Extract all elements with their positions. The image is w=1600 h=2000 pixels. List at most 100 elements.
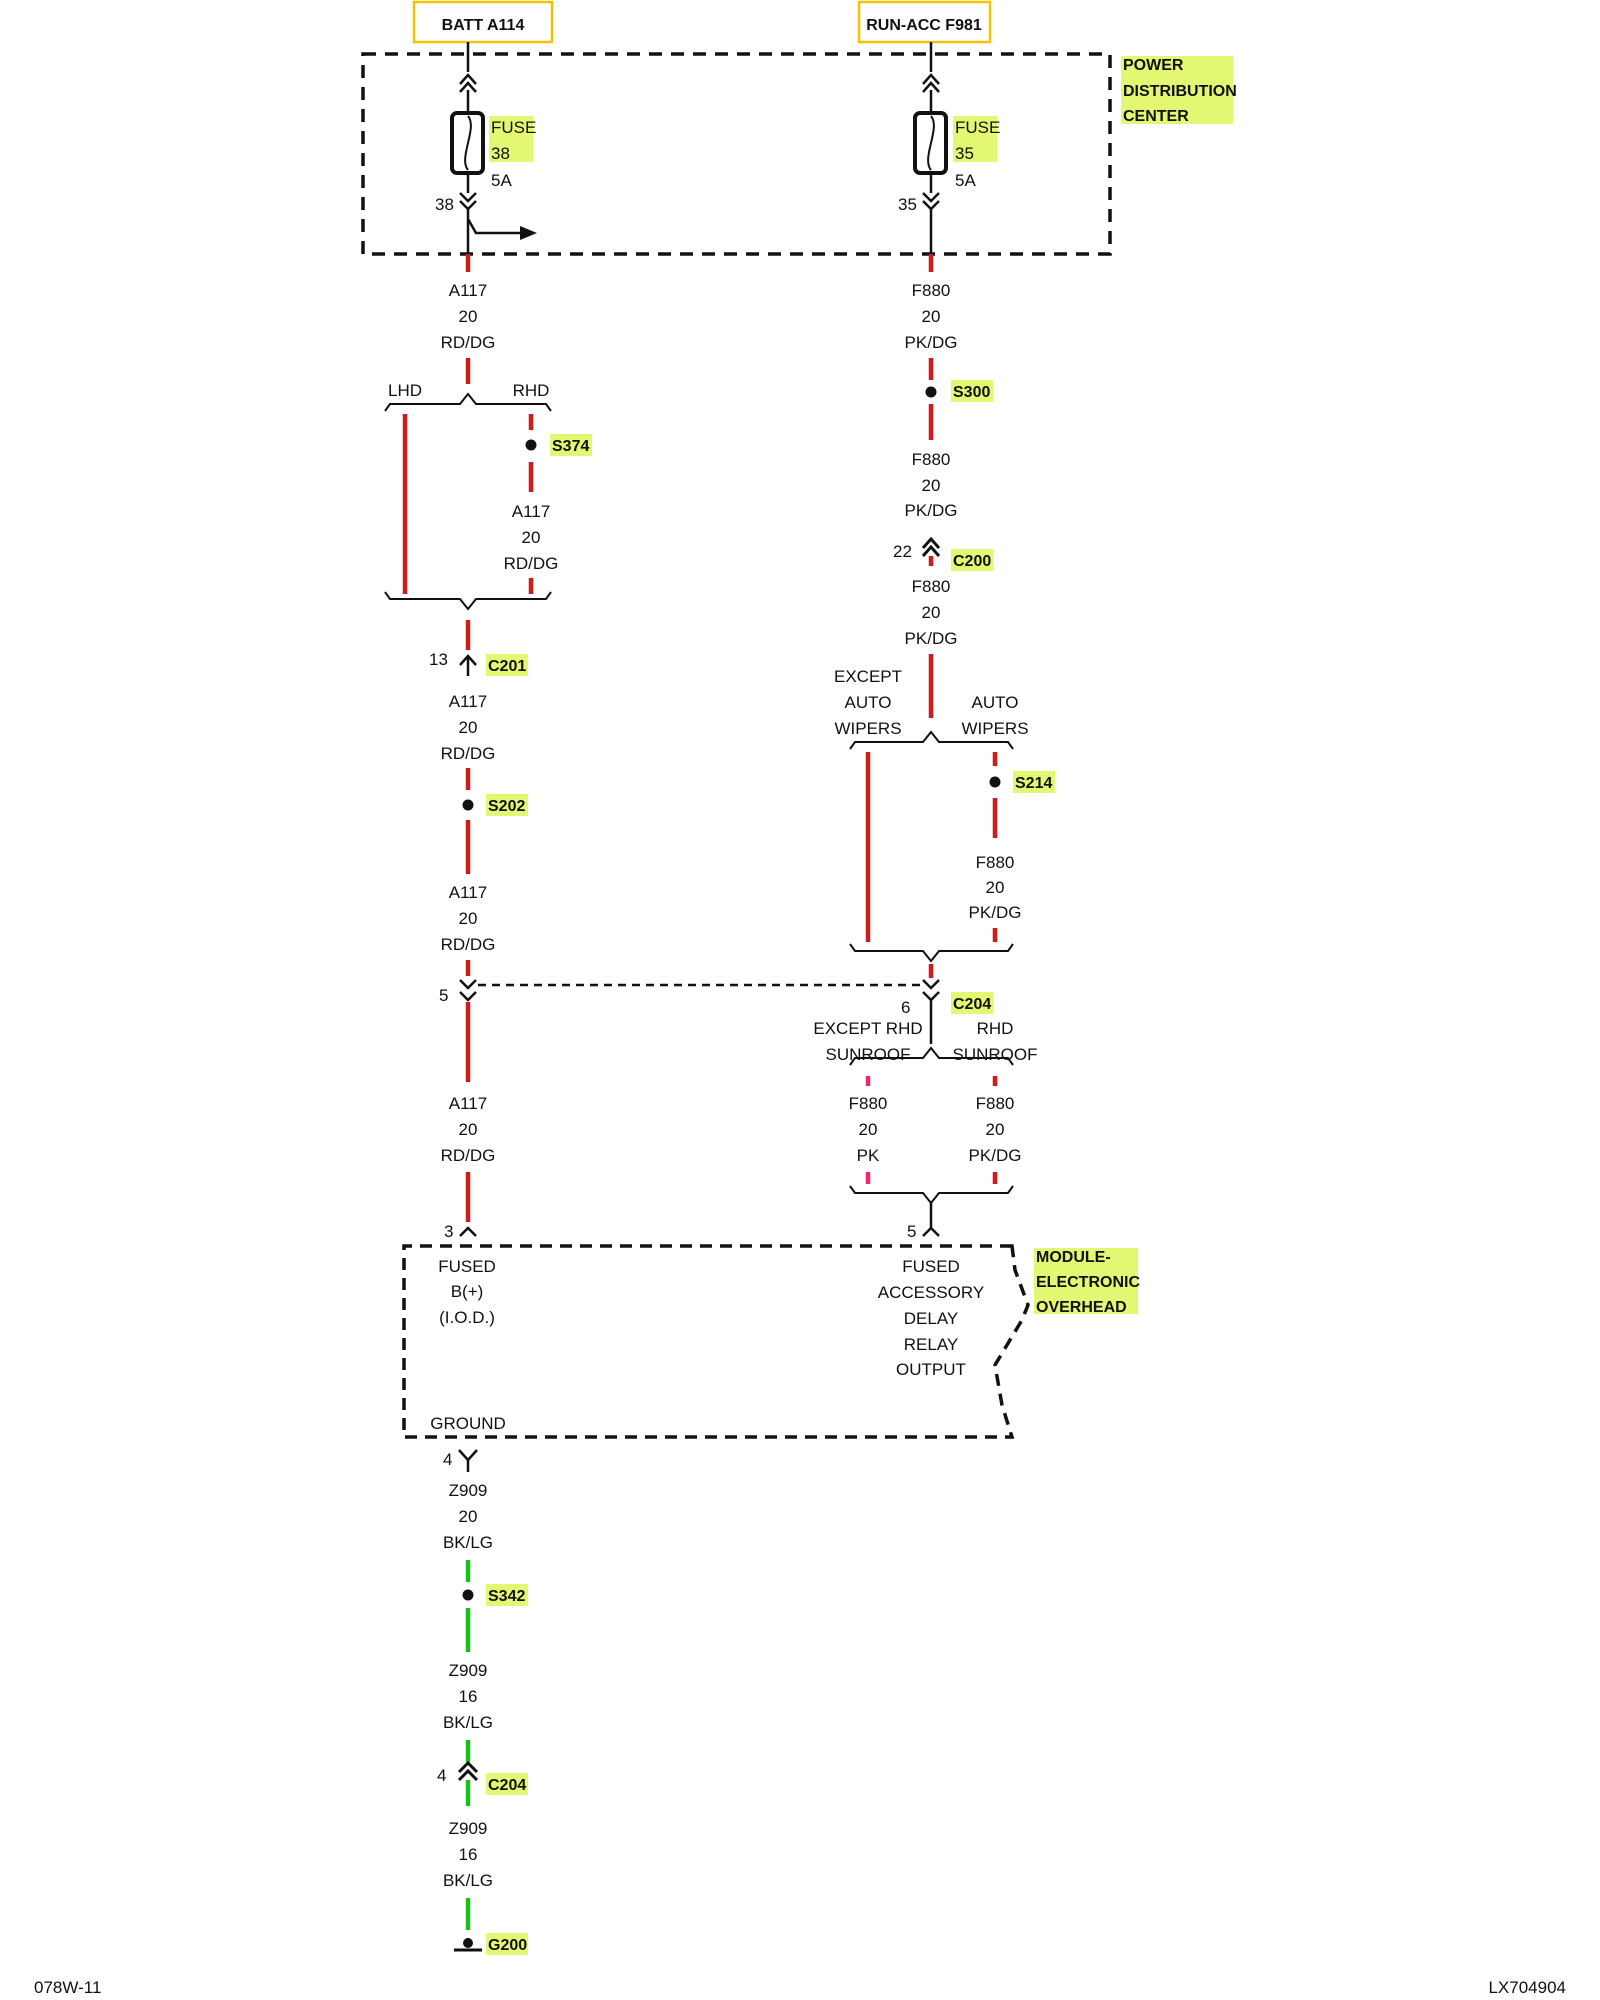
option-brace-top [849, 730, 1014, 750]
connector-c204-ground-icon [457, 1760, 479, 1782]
wire-f880-gauge: 20 [922, 476, 941, 495]
module-input-left-line2: B(+) [451, 1282, 484, 1301]
connector-c204-pin-right: 6 [901, 998, 910, 1017]
module-input-right-line5: OUTPUT [896, 1360, 966, 1379]
option-lhd: LHD [388, 381, 422, 400]
pdc-title-line3: CENTER [1123, 108, 1189, 125]
module-pin-3: 3 [444, 1222, 453, 1241]
wire-z909-gauge: 20 [459, 1507, 478, 1526]
wire-f880-color: PK/DG [905, 629, 958, 648]
option-except: EXCEPT [834, 667, 902, 686]
connector-chevron-icon [922, 192, 940, 211]
splice-s214: S214 [1015, 775, 1052, 792]
left-column: FUSE 38 5A 38 A117 20 RD/DG LHD RHD S374… [384, 42, 592, 1241]
module-input-right-line2: ACCESSORY [878, 1283, 984, 1302]
wire-a117-circuit: A117 [449, 1094, 487, 1113]
fuse-35-rating: 5A [955, 171, 976, 190]
splice-s300-dot [925, 386, 937, 398]
wire-a117-color: RD/DG [441, 935, 496, 954]
right-column: FUSE 35 5A 35 F880 20 PK/DG S300 F880 20… [813, 42, 1055, 1241]
wire-a117-rhd-gauge: 20 [522, 528, 541, 547]
wire-f880-circuit: F880 [912, 281, 951, 300]
fuse-38-rating: 5A [491, 171, 512, 190]
wire-z909-circuit: Z909 [449, 1481, 488, 1500]
module-input-right-line1: FUSED [902, 1257, 960, 1276]
module-input-right-line4: RELAY [904, 1335, 959, 1354]
splice-s214-dot [989, 776, 1001, 788]
wire-a117-rhd-color: RD/DG [504, 554, 559, 573]
splice-s202: S202 [488, 798, 525, 815]
fuse-38-word: FUSE [491, 118, 536, 137]
wire-z909-16-color: BK/LG [443, 1871, 493, 1890]
splice-s342: S342 [488, 1588, 525, 1605]
option-brace-top [384, 392, 552, 412]
pdc-title-highlight [1121, 56, 1233, 124]
connector-c204-pin-left: 5 [439, 986, 448, 1005]
wire-z909-color: BK/LG [443, 1533, 493, 1552]
wire-f880-pk-color: PK [857, 1146, 880, 1165]
wire-f880-rhd-circuit: F880 [976, 1094, 1015, 1113]
connector-c204-pin-ground: 4 [437, 1766, 446, 1785]
connector-c200: C200 [953, 553, 991, 570]
module-name-line2: ELECTRONIC [1036, 1274, 1140, 1291]
connector-c204-right: C204 [953, 996, 991, 1013]
option-auto-right: AUTO [972, 693, 1019, 712]
wire-f880-pk-circuit: F880 [849, 1094, 888, 1113]
option-sunroof-left: SUNROOF [826, 1045, 911, 1064]
connector-chevron-icon [459, 73, 477, 93]
option-rhd: RHD [513, 381, 550, 400]
module-pin-5-icon [922, 1226, 940, 1237]
wire-f880-color: PK/DG [905, 333, 958, 352]
pdc-boundary [361, 52, 1112, 256]
fuse-38-number: 38 [491, 144, 510, 163]
wire-f880-circuit: F880 [912, 577, 951, 596]
connector-c201-pin: 13 [429, 650, 448, 669]
arrow-right-icon [466, 218, 528, 235]
footer-left-code: 078W-11 [34, 1978, 101, 1997]
wire-f880-auto-circuit: F880 [976, 853, 1015, 872]
wire-f880-rhd-gauge: 20 [986, 1120, 1005, 1139]
connector-c204-ground: C204 [488, 1777, 526, 1794]
module-input-left-line3: (I.O.D.) [439, 1308, 495, 1327]
wire-a117-color: RD/DG [441, 333, 496, 352]
pdc-title-line1: POWER [1123, 57, 1184, 74]
option-brace-bottom [849, 1185, 1014, 1205]
wire-a117-gauge: 20 [459, 909, 478, 928]
connector-c201: C201 [488, 658, 526, 675]
wire-z909-16-circuit: Z909 [449, 1819, 488, 1838]
splice-s374: S374 [552, 438, 589, 455]
wire-f880-gauge: 20 [922, 307, 941, 326]
module-name-line1: MODULE- [1036, 1249, 1111, 1266]
wire-a117-color: RD/DG [441, 1146, 496, 1165]
wire-a117-gauge: 20 [459, 307, 478, 326]
source-box-batt [412, 0, 554, 44]
connector-chevron-icon [459, 192, 477, 211]
wire-z909-16-circuit: Z909 [449, 1661, 488, 1680]
wire-z909-16-gauge: 16 [459, 1687, 478, 1706]
splice-s374-dot [525, 439, 537, 451]
wire-z909-16-color: BK/LG [443, 1713, 493, 1732]
wire-f880-gauge: 20 [922, 603, 941, 622]
wire-f880-auto-gauge: 20 [986, 878, 1005, 897]
wire-f880-pk-gauge: 20 [859, 1120, 878, 1139]
splice-s300: S300 [953, 384, 990, 401]
wire-f880-auto-color: PK/DG [969, 903, 1022, 922]
module-pin-3-icon [459, 1226, 477, 1237]
module-ground-label: GROUND [430, 1414, 506, 1433]
module-pin-4: 4 [443, 1450, 452, 1469]
module-input-right-line3: DELAY [904, 1309, 959, 1328]
wire-f880-circuit: F880 [912, 450, 951, 469]
ground-column: 4 Z909 20 BK/LG S342 Z909 16 BK/LG 4 C20… [437, 1449, 528, 1955]
wire-f880-rhd-color: PK/DG [969, 1146, 1022, 1165]
footer-right-code: LX704904 [1488, 1978, 1566, 1997]
fuse-35-number: 35 [955, 144, 974, 163]
wire-a117-rhd-circuit: A117 [512, 502, 550, 521]
module-pin-4-icon [458, 1449, 478, 1462]
wire-a117-gauge: 20 [459, 1120, 478, 1139]
option-rhd-sunroof: RHD [977, 1019, 1014, 1038]
fuse-35-word: FUSE [955, 118, 1000, 137]
module-name-line3: OVERHEAD [1036, 1299, 1127, 1316]
wire-z909-16-gauge: 16 [459, 1845, 478, 1864]
option-wipers-left: WIPERS [834, 719, 901, 738]
